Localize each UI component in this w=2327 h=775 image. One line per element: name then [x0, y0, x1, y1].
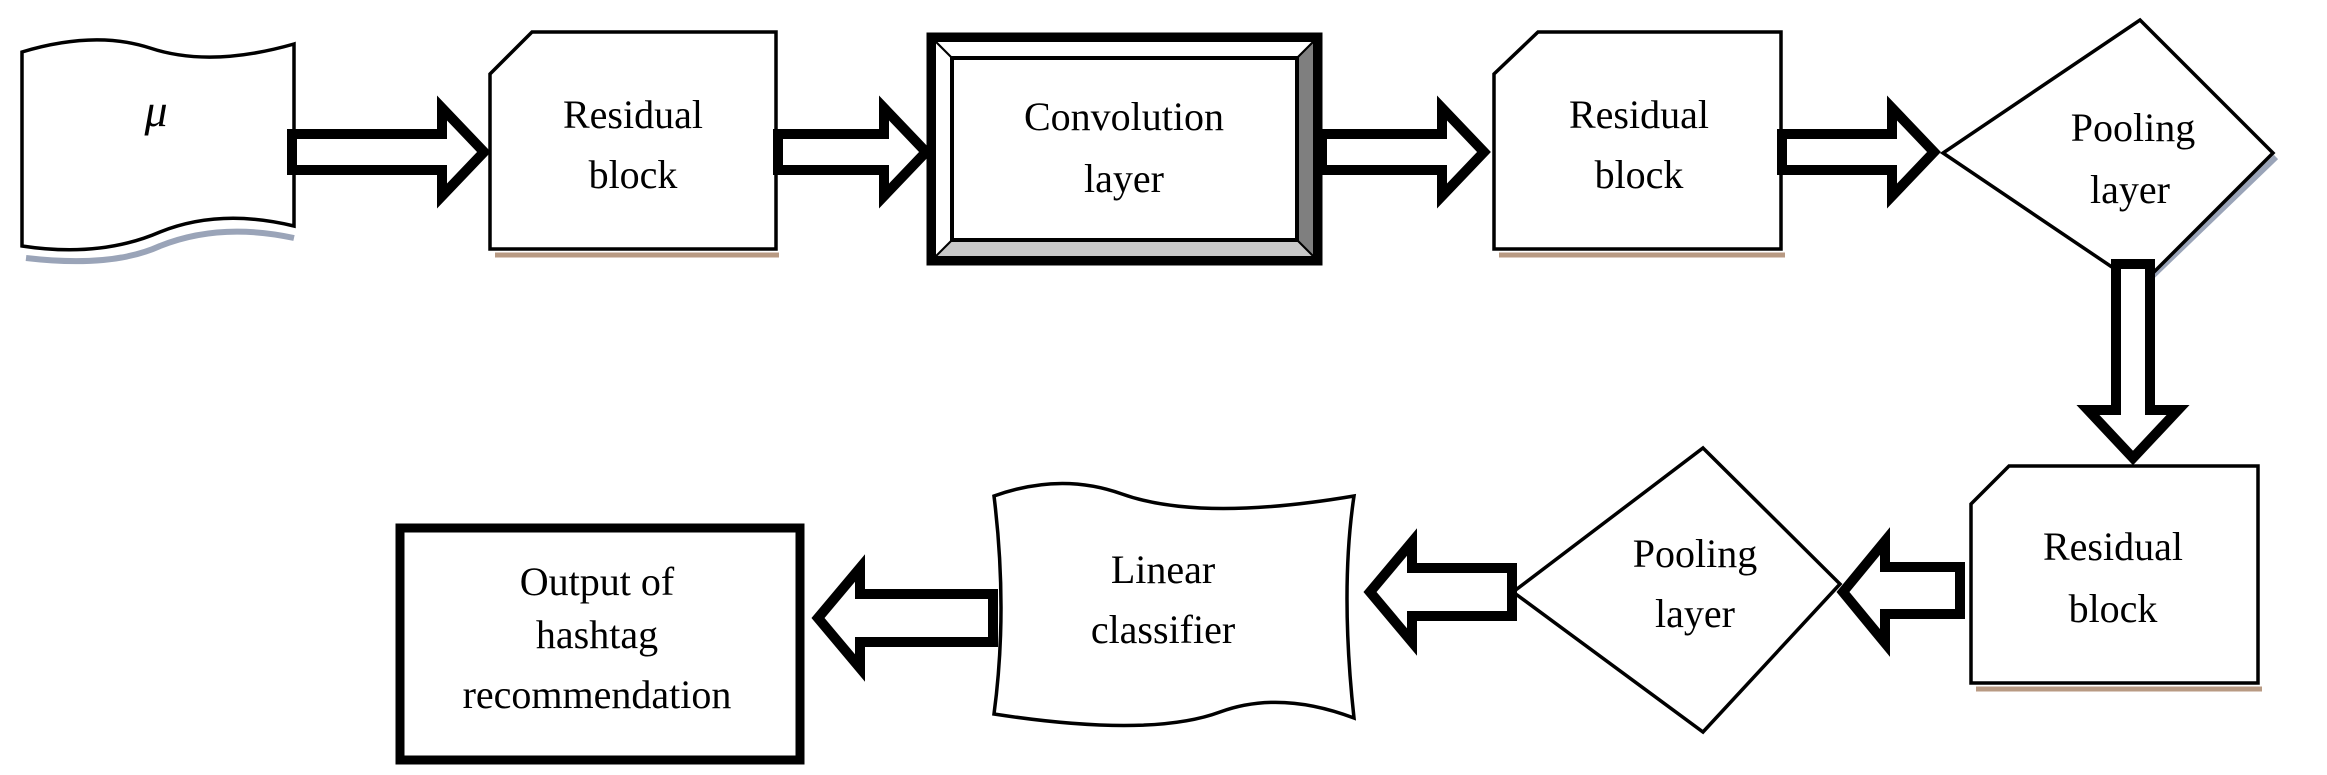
node-convolution-layer-label-line1: Convolution — [1024, 94, 1224, 139]
node-pooling-layer-2-label-line1: Pooling — [1633, 531, 1757, 576]
arrow-pooling-2-to-classifier — [1363, 528, 1517, 656]
arrow-residual-1-to-convolution — [773, 95, 933, 209]
arrow-residual-2-to-pooling-1 — [1777, 95, 1941, 209]
node-input: μ — [20, 38, 296, 265]
node-pooling-layer-1-label-line1: Pooling — [2071, 105, 2195, 150]
node-convolution-layer-label-line2: layer — [1084, 156, 1164, 201]
node-residual-block-2: Residual block — [1492, 30, 1785, 258]
node-input-label: μ — [143, 85, 167, 136]
arrow-pooling-1-to-residual-3 — [2076, 259, 2190, 466]
node-output-label-line2: hashtag — [536, 612, 658, 657]
node-output-label-line3: recommendation — [463, 672, 732, 717]
node-output-label-line1: Output of — [520, 559, 675, 604]
arrow-residual-3-to-pooling-2 — [1836, 527, 1965, 657]
node-residual-block-1: Residual block — [488, 30, 779, 258]
arrow-convolution-to-residual-2 — [1317, 95, 1491, 209]
arrow-classifier-to-output — [811, 554, 998, 682]
node-residual-block-3: Residual block — [1969, 464, 2262, 692]
node-residual-block-1-label-line1: Residual — [563, 92, 703, 137]
arrow-input-to-residual-1 — [287, 95, 491, 209]
node-residual-block-3-label-line2: block — [2069, 586, 2158, 631]
node-residual-block-2-label-line2: block — [1595, 152, 1684, 197]
node-linear-classifier-label-line2: classifier — [1091, 607, 1235, 652]
node-pooling-layer-1: Pooling layer — [1939, 17, 2279, 289]
node-residual-block-3-label-line1: Residual — [2043, 524, 2183, 569]
node-linear-classifier: Linear classifier — [992, 481, 1357, 728]
node-residual-block-1-label-line2: block — [589, 152, 678, 197]
node-linear-classifier-label-line1: Linear — [1111, 547, 1215, 592]
node-pooling-layer-2: Pooling layer — [1510, 445, 1843, 735]
node-pooling-layer-1-label-line2: layer — [2090, 167, 2170, 212]
node-pooling-layer-2-label-line2: layer — [1655, 591, 1735, 636]
node-residual-block-2-label-line1: Residual — [1569, 92, 1709, 137]
node-convolution-layer: Convolution layer — [926, 32, 1323, 266]
node-output: Output of hashtag recommendation — [395, 523, 805, 765]
